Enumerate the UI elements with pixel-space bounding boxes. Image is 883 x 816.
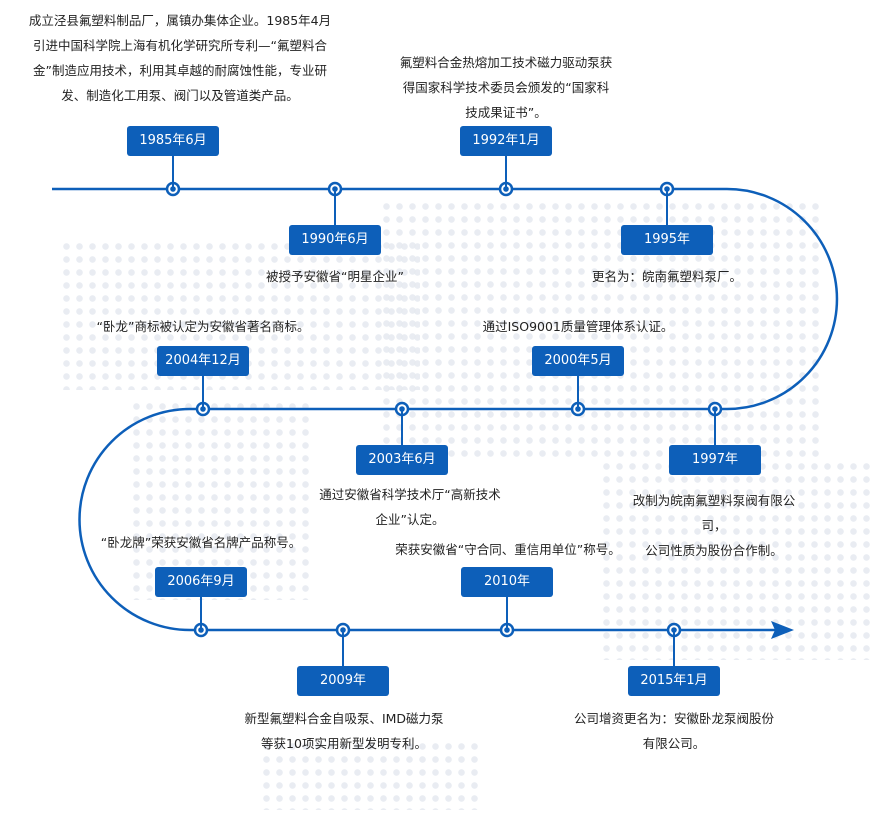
event-connector (666, 189, 668, 225)
event-description: 被授予安徽省“明星企业” (266, 269, 404, 284)
event-description: 通过安徽省科学技术厅“高新技术 企业”认定。 (319, 487, 501, 527)
event-date-badge: 2004年12月 (157, 346, 249, 376)
event-node-center (170, 186, 176, 192)
event-connector (673, 630, 675, 666)
event-connector (172, 156, 174, 189)
timeline-path (52, 187, 839, 632)
event-date-badge: 1990年6月 (289, 225, 381, 255)
event-date-badge: 2000年5月 (532, 346, 624, 376)
event-description: “卧龙牌”荣获安徽省名牌产品称号。 (100, 535, 302, 550)
event-connector (506, 597, 508, 630)
event-date-badge: 1995年 (621, 225, 713, 255)
event-connector (577, 376, 579, 409)
event-node-center (198, 627, 204, 633)
event-node-center (575, 406, 581, 412)
world-map-dots (600, 460, 870, 660)
event-description: 荣获安徽省“守合同、重信用单位”称号。 (395, 542, 621, 557)
event-date-badge: 1997年 (669, 445, 761, 475)
event-connector (714, 409, 716, 445)
event-connector (200, 597, 202, 630)
event-node-center (200, 406, 206, 412)
event-description: 氟塑料合金热熔加工技术磁力驱动泵获 得国家科学技术委员会颁发的“国家科 技成果证… (399, 55, 613, 120)
event-description: 公司增资更名为：安徽卧龙泵阀股份有限公司。 (573, 711, 774, 751)
event-date-badge: 2003年6月 (356, 445, 448, 475)
event-description: 成立泾县氟塑料制品厂，属镇办集体企业。1985年4月 引进中国科学院上海有机化学… (28, 13, 332, 103)
world-map-dots (130, 400, 310, 600)
event-description: 更名为：皖南氟塑料泵厂。 (591, 269, 743, 284)
event-node-center (503, 186, 509, 192)
event-description: 通过ISO9001质量管理体系认证。 (482, 319, 674, 334)
arrow-head-icon (771, 621, 794, 639)
event-date-badge: 1985年6月 (127, 126, 219, 156)
event-connector (505, 156, 507, 189)
event-connector (334, 189, 336, 225)
event-connector (202, 376, 204, 409)
event-date-badge: 2006年9月 (155, 567, 247, 597)
event-date-badge: 2010年 (461, 567, 553, 597)
event-node-center (504, 627, 510, 633)
event-date-badge: 2015年1月 (628, 666, 720, 696)
event-connector (342, 630, 344, 666)
event-description: 改制为皖南氟塑料泵阀有限公司， 公司性质为股份合作制。 (632, 493, 796, 558)
event-date-badge: 1992年1月 (460, 126, 552, 156)
world-map-dots (380, 200, 820, 460)
event-description: “卧龙”商标被认定为安徽省著名商标。 (96, 319, 310, 334)
event-connector (401, 409, 403, 445)
world-map-dots (260, 740, 480, 810)
event-description: 新型氟塑料合金自吸泵、IMD磁力泵 等获10项实用新型发明专利。 (244, 711, 444, 751)
event-date-badge: 2009年 (297, 666, 389, 696)
